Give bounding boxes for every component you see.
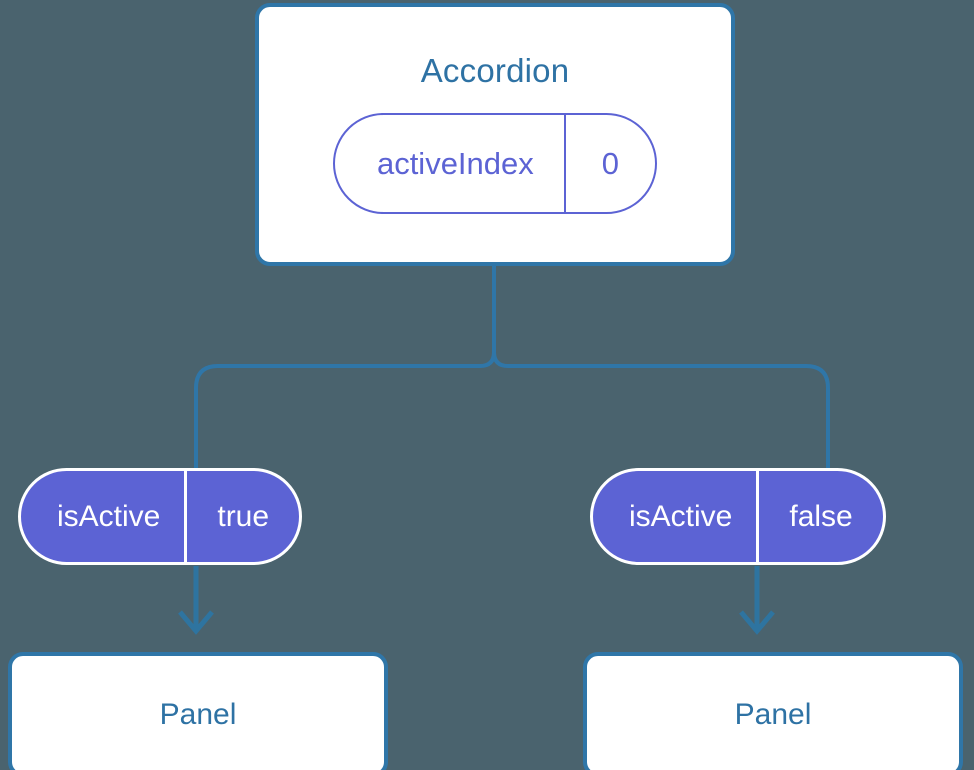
- panel-title: Panel: [734, 698, 812, 731]
- connector-branch-left: [194, 364, 480, 468]
- arrow-head-right: [739, 610, 775, 635]
- connector-stem-left-fillet: [479, 351, 496, 368]
- node-accordion[interactable]: Accordion activeIndex 0: [255, 3, 735, 266]
- node-panel-right[interactable]: Panel: [583, 652, 963, 770]
- connector-stem-right-fillet: [492, 266, 509, 368]
- prop-badge-is-active-true[interactable]: isActive true: [18, 468, 303, 565]
- state-badge-active-index[interactable]: activeIndex 0: [332, 113, 658, 214]
- panel-title: Panel: [159, 698, 237, 731]
- node-panel-left[interactable]: Panel: [8, 652, 388, 770]
- prop-badge-key: isActive: [629, 499, 733, 533]
- state-badge-value: 0: [563, 115, 655, 212]
- prop-badge-is-active-false[interactable]: isActive false: [590, 468, 886, 565]
- prop-badge-value: true: [184, 471, 299, 562]
- accordion-title: Accordion: [420, 52, 570, 89]
- state-badge-key: activeIndex: [376, 146, 534, 181]
- prop-badge-key: isActive: [57, 499, 161, 533]
- prop-badge-value: false: [756, 471, 882, 562]
- connector-branch-right: [508, 364, 830, 468]
- arrow-head-left: [178, 610, 214, 635]
